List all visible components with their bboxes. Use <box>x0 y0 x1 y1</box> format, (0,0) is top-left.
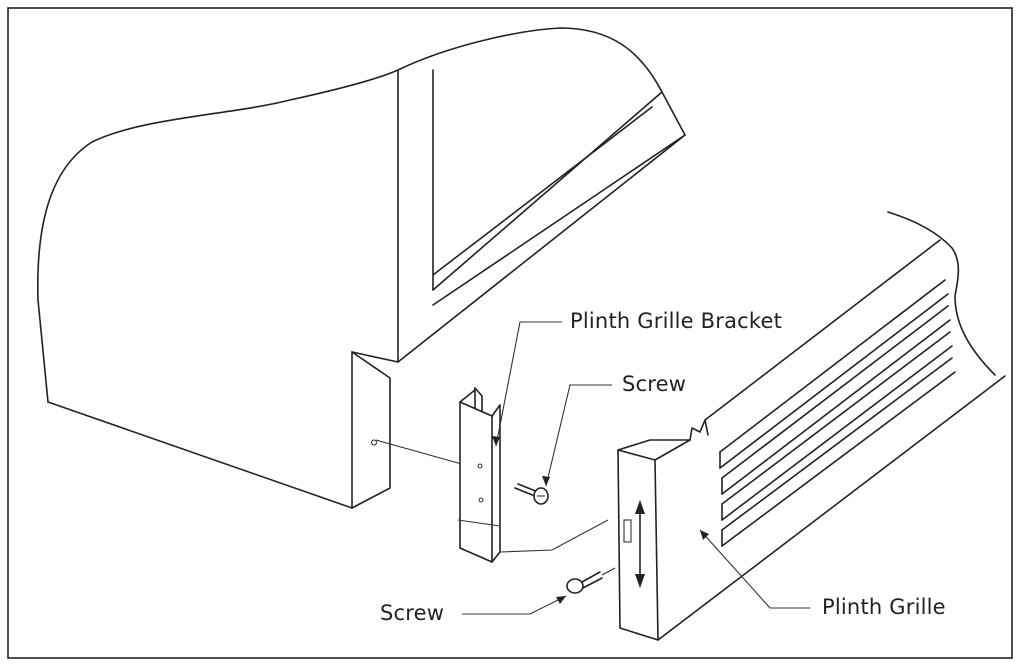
leader-screw-bottom <box>462 595 567 615</box>
plinth-grille-bracket <box>459 387 501 563</box>
leader-bracket <box>495 321 562 447</box>
cabinet <box>36 27 686 509</box>
label-screw-bottom: Screw <box>380 601 445 625</box>
adjustment-arrow <box>635 500 645 588</box>
label-plinth-grille: Plinth Grille <box>822 595 946 619</box>
top-screw <box>514 483 549 505</box>
leader-screw-top <box>545 384 612 487</box>
bracket-guide-line <box>457 519 609 553</box>
leader-grille <box>699 529 810 609</box>
label-plinth-grille-bracket: Plinth Grille Bracket <box>570 309 783 333</box>
plinth-grille <box>617 211 1006 641</box>
bottom-screw <box>566 567 616 594</box>
label-screw-top: Screw <box>622 372 687 396</box>
diagram-frame <box>7 7 1013 659</box>
